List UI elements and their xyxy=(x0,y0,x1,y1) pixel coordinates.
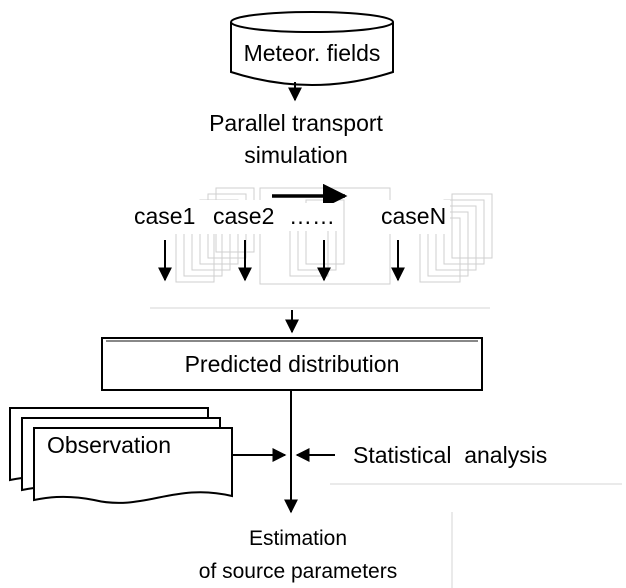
estimation-label-line2: of source parameters xyxy=(199,560,397,583)
case1-label: case1 xyxy=(134,203,195,229)
case2-label: case2 xyxy=(213,203,274,229)
caseN-label: caseN xyxy=(381,203,446,229)
observation-label: Observation xyxy=(47,432,171,458)
statistical-analysis-label: Statistical analysis xyxy=(353,442,547,468)
observation-documents xyxy=(9,407,233,504)
ellipsis-label: …… xyxy=(289,203,335,229)
predicted-distribution-label: Predicted distribution xyxy=(185,351,400,377)
estimation-label-line1: Estimation xyxy=(249,527,347,550)
simulation-label-line1: Parallel transport xyxy=(209,110,383,136)
case-arrows xyxy=(158,240,405,282)
meteor-fields-database: Meteor. fields xyxy=(230,11,394,86)
meteor-fields-label: Meteor. fields xyxy=(244,40,381,66)
predicted-distribution-box: Predicted distribution xyxy=(101,337,483,391)
simulation-label-line2: simulation xyxy=(244,142,348,168)
case-labels xyxy=(126,200,450,234)
